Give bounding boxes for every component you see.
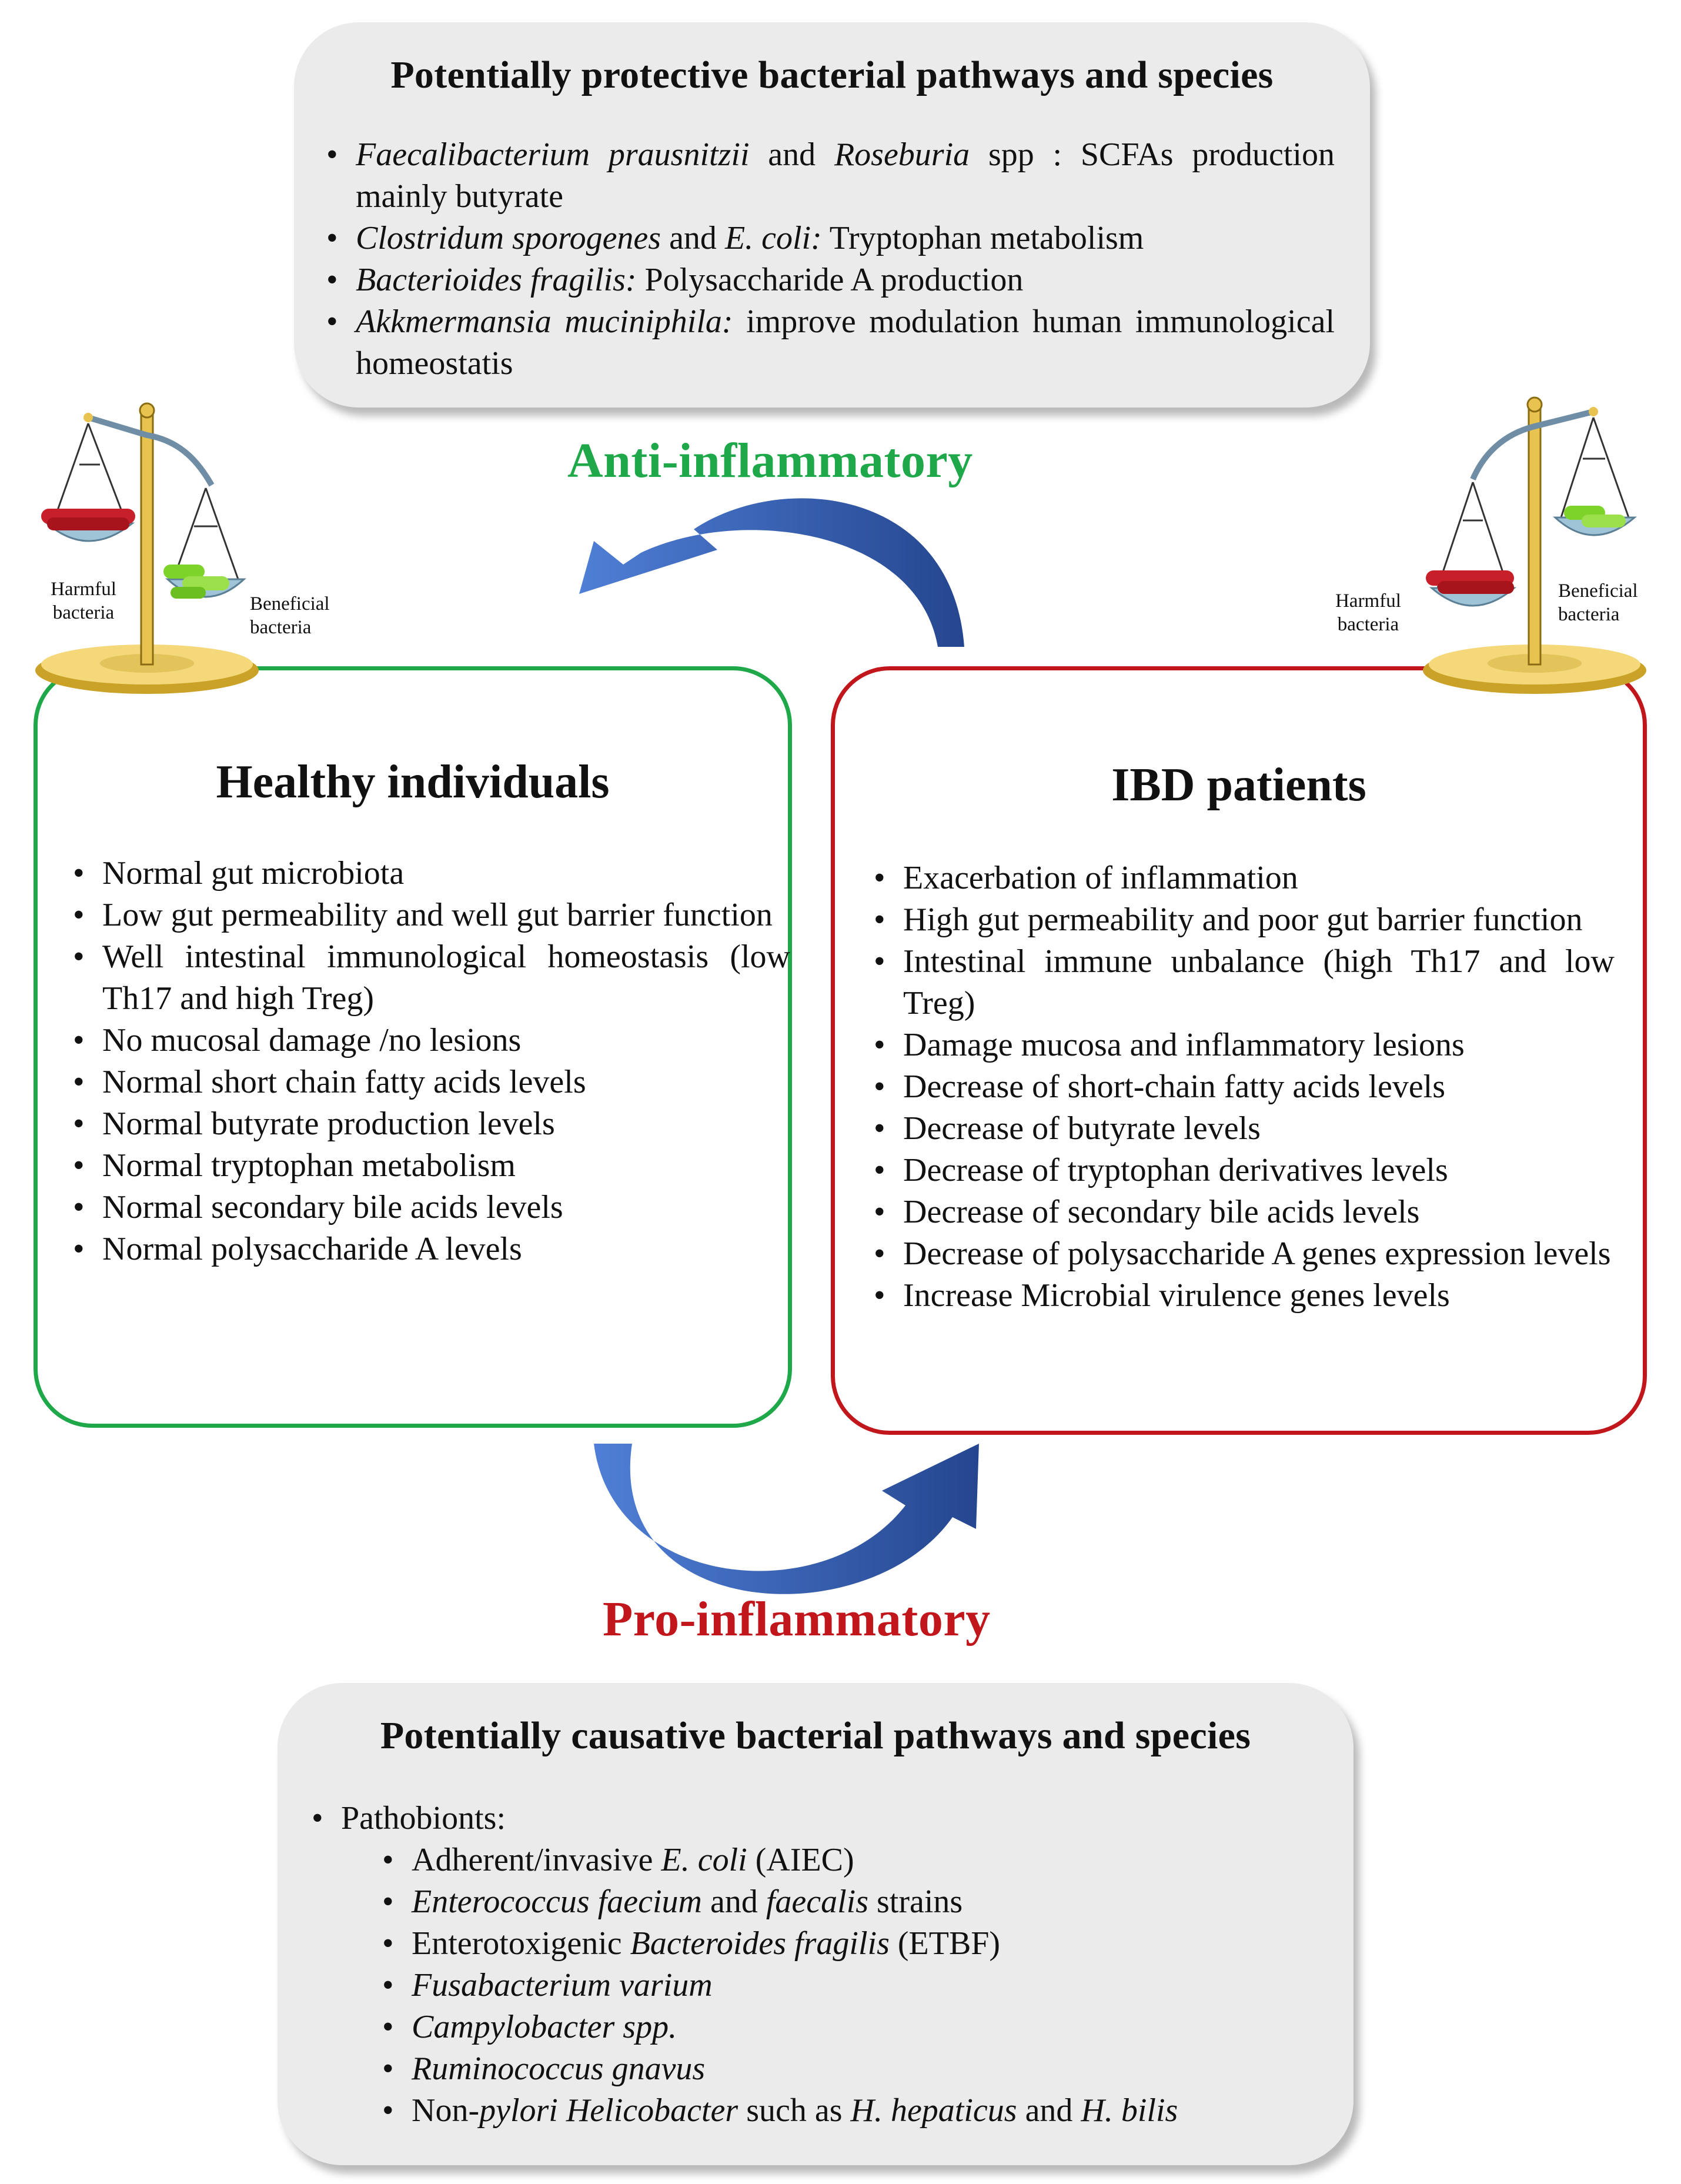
species-name: Campylobacter spp.: [412, 2009, 677, 2045]
protective-list: Faecalibacterium prausnitzii and Rosebur…: [326, 134, 1335, 385]
conjunction: and: [701, 1884, 766, 1920]
list-item: Intestinal immune unbalance (high Th17 a…: [874, 941, 1615, 1024]
list-item: Non-pylori Helicobacter such as H. hepat…: [312, 2090, 1323, 2132]
ibd-patients-panel: IBD patients Exacerbation of inflammatio…: [831, 666, 1647, 1435]
list-item-text: (AIEC): [747, 1842, 854, 1878]
protective-box-title: Potentially protective bacterial pathway…: [390, 54, 1274, 96]
causative-list: Pathobionts: Adherent/invasive E. coli (…: [312, 1798, 1323, 2132]
list-item: Enterococcus faecium and faecalis strain…: [312, 1881, 1323, 1923]
list-item-text: spp : SCFAs production mainly butyrate: [356, 136, 1335, 215]
ibd-panel-title: IBD patients: [1111, 759, 1366, 811]
species-name: E. coli:: [724, 220, 822, 256]
causative-pathways-box: Potentially causative bacterial pathways…: [278, 1683, 1354, 2165]
list-item: High gut permeability and poor gut barri…: [874, 899, 1615, 941]
beneficial-bacteria-label-right: Beneficial bacteria: [1558, 580, 1638, 625]
list-item: Normal butyrate production levels: [73, 1103, 790, 1145]
list-item: Decrease of secondary bile acids levels: [874, 1191, 1615, 1233]
species-name: Faecalibacterium prausnitzii: [356, 136, 750, 173]
causative-box-title: Potentially causative bacterial pathways…: [380, 1714, 1251, 1757]
list-item: Fusabacterium varium: [312, 1965, 1323, 2006]
list-item: No mucosal damage /no lesions: [73, 1020, 790, 1061]
list-item: Low gut permeability and well gut barrie…: [73, 894, 790, 936]
species-name: Ruminococcus gnavus: [412, 2051, 706, 2087]
pro-inflammatory-label: Pro-inflammatory: [603, 1592, 991, 1647]
species-name: H. hepaticus: [850, 2092, 1017, 2129]
list-item-text: Non-: [412, 2092, 480, 2129]
list-item: Normal tryptophan metabolism: [73, 1145, 790, 1187]
list-item-text: Polysaccharide A production: [636, 262, 1024, 298]
list-item: Akkmermansia muciniphila: improve modula…: [326, 301, 1335, 385]
list-item: Increase Microbial virulence genes level…: [874, 1275, 1615, 1317]
species-name: Bacteroides fragilis: [630, 1925, 890, 1962]
species-name: E. coli: [661, 1842, 747, 1878]
list-item: Decrease of short-chain fatty acids leve…: [874, 1066, 1615, 1108]
anti-inflammatory-label: Anti-inflammatory: [567, 433, 973, 488]
list-item: Well intestinal immunological homeostasi…: [73, 936, 790, 1020]
list-item: Damage mucosa and inflammatory lesions: [874, 1024, 1615, 1066]
list-item-text: improve modulation human immunological h…: [356, 303, 1335, 382]
protective-pathways-box: Potentially protective bacterial pathway…: [294, 22, 1370, 408]
list-item: Normal secondary bile acids levels: [73, 1187, 790, 1228]
list-item: Decrease of polysaccharide A genes expre…: [874, 1233, 1615, 1275]
species-name: H. bilis: [1081, 2092, 1178, 2129]
species-name: faecalis: [766, 1884, 869, 1920]
pro-inflammatory-arrow: [594, 1444, 979, 1594]
species-name: Clostridum sporogenes: [356, 220, 661, 256]
conjunction: and: [749, 136, 834, 173]
ibd-list: Exacerbation of inflammationHigh gut per…: [874, 857, 1615, 1317]
list-item: Decrease of butyrate levels: [874, 1108, 1615, 1150]
list-item: Bacterioides fragilis: Polysaccharide A …: [326, 259, 1335, 301]
list-item: Normal gut microbiota: [73, 853, 790, 894]
list-item: Ruminococcus gnavus: [312, 2048, 1323, 2090]
species-name: Enterococcus faecium: [412, 1884, 702, 1920]
anti-inflammatory-arrow: [579, 498, 964, 647]
list-item-text: strains: [868, 1884, 963, 1920]
list-item: Faecalibacterium prausnitzii and Rosebur…: [326, 134, 1335, 218]
species-name: pylori Helicobacter: [479, 2092, 738, 2129]
balance-scale-left: [35, 402, 259, 694]
list-item: Exacerbation of inflammation: [874, 857, 1615, 899]
list-item: Decrease of tryptophan derivatives level…: [874, 1150, 1615, 1191]
healthy-panel-title: Healthy individuals: [216, 756, 610, 808]
balance-scale-right: [1423, 396, 1646, 694]
list-item-text: such as: [738, 2092, 851, 2129]
species-name: Roseburia: [834, 136, 970, 173]
list-item: Campylobacter spp.: [312, 2006, 1323, 2048]
species-name: Fusabacterium varium: [412, 1967, 713, 2003]
conjunction: and: [661, 220, 725, 256]
list-item: Normal polysaccharide A levels: [73, 1228, 790, 1270]
conjunction: and: [1017, 2092, 1081, 2129]
list-item: Enterotoxigenic Bacteroides fragilis (ET…: [312, 1923, 1323, 1965]
harmful-bacteria-label-left: Harmful bacteria: [51, 579, 116, 623]
list-item: Clostridum sporogenes and E. coli: Trypt…: [326, 218, 1335, 259]
healthy-individuals-panel: Healthy individuals Normal gut microbiot…: [34, 666, 792, 1428]
healthy-list: Normal gut microbiotaLow gut permeabilit…: [73, 853, 790, 1270]
pathobionts-label: Pathobionts:: [341, 1800, 506, 1836]
species-name: Akkmermansia muciniphila:: [356, 303, 733, 340]
list-item-text: Tryptophan metabolism: [821, 220, 1144, 256]
species-name: Bacterioides fragilis:: [356, 262, 637, 298]
list-item: Normal short chain fatty acids levels: [73, 1061, 790, 1103]
harmful-bacteria-label-right: Harmful bacteria: [1335, 590, 1401, 635]
list-item: Adherent/invasive E. coli (AIEC): [312, 1839, 1323, 1881]
pathobionts-item: Pathobionts:: [312, 1798, 1323, 1839]
list-item-text: (ETBF): [889, 1925, 1001, 1962]
list-item-text: Enterotoxigenic: [412, 1925, 630, 1962]
beneficial-bacteria-label-left: Beneficial bacteria: [250, 593, 330, 638]
list-item-text: Adherent/invasive: [412, 1842, 661, 1878]
